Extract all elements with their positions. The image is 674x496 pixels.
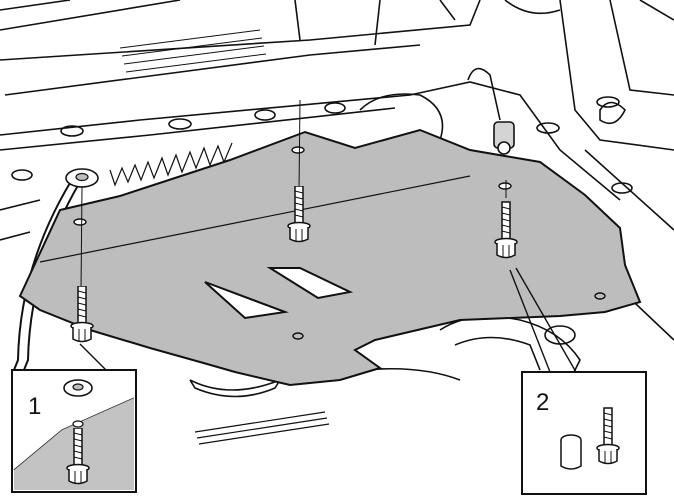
spacer-sleeve <box>560 434 582 470</box>
bolt-hole <box>594 292 606 300</box>
bolt-hole <box>292 332 304 340</box>
bolt-hole <box>291 146 305 154</box>
callout-box-1: 1 <box>11 369 137 493</box>
callout-box-2: 2 <box>521 371 647 495</box>
splash-shield-plate <box>18 128 642 387</box>
callout-number-2: 2 <box>536 389 549 416</box>
leader-lines <box>79 267 577 373</box>
callout-number-1: 1 <box>28 393 41 420</box>
bolt-hole <box>73 218 87 226</box>
triangular-cutout <box>204 281 289 320</box>
assembly-guide-lines <box>80 99 507 293</box>
washer <box>65 168 99 188</box>
engine-background <box>0 0 674 445</box>
bolt-hole <box>498 182 512 190</box>
triangular-cutout <box>266 267 354 300</box>
